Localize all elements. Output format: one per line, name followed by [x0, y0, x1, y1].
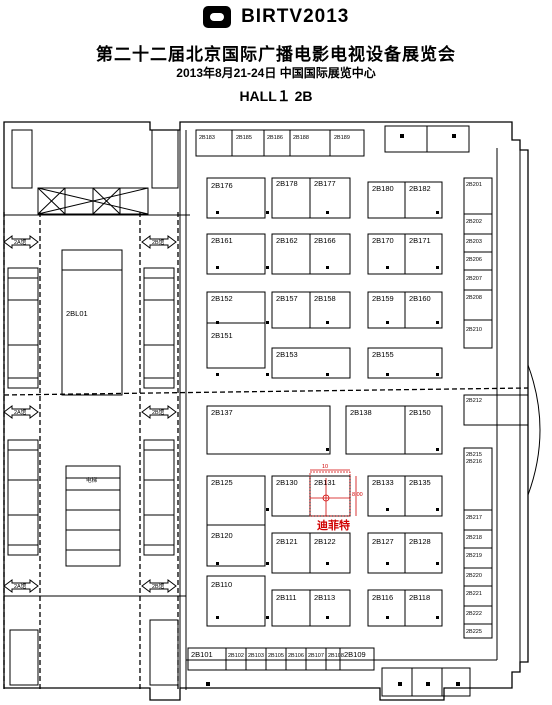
- right-column: [463, 177, 529, 639]
- booth-label: 2B128: [409, 537, 431, 546]
- booth-label: 2B130: [276, 478, 298, 487]
- booth-label: 2B158: [314, 294, 336, 303]
- misc-labels: 2BL01 电梯 2A馆 2B馆 2A馆 2B馆 2A馆 2B馆 10 8.00: [14, 238, 363, 590]
- booth-label: 2B162: [276, 236, 298, 245]
- booth-label: 2B217: [466, 515, 482, 521]
- booth-label: 2B208: [466, 295, 482, 301]
- exit-label: 2B馆: [152, 238, 165, 246]
- exit-label: 2A馆: [14, 582, 27, 590]
- booth-label: 2B107: [308, 653, 324, 659]
- booth-label: 2B135: [409, 478, 431, 487]
- booth-label: 2B131: [314, 478, 336, 487]
- booth-label: 2B110: [211, 580, 232, 589]
- booth-label: 2B185: [236, 135, 252, 141]
- booth-label: 2B170: [372, 236, 394, 245]
- booth-label: 2B161: [211, 236, 233, 245]
- left-structures: [7, 249, 179, 686]
- booth-label: 2B138: [350, 408, 372, 417]
- booth-label: 2B212: [466, 398, 482, 404]
- booth-label: 2B127: [372, 537, 394, 546]
- booth-label: 2B150: [409, 408, 431, 417]
- booth-grid: [187, 177, 471, 697]
- highlight-dimension-marks: [309, 469, 357, 517]
- booth-label: 2B203: [466, 239, 482, 245]
- booth-label: 2B189: [334, 135, 350, 141]
- booth-label: 2B180: [372, 184, 394, 193]
- booth-label: 2B113: [314, 593, 335, 602]
- exhibition-title: 第二十二届北京国际广播电影电视设备展览会: [96, 45, 456, 64]
- booth-label: 2B206: [466, 257, 482, 263]
- booth-label: 2B186: [267, 135, 283, 141]
- booth-label: 2B171: [409, 236, 431, 245]
- exhibition-date-venue: 2013年8月21-24日 中国国际展览中心: [176, 66, 376, 80]
- birtv-logo-icon: [202, 6, 231, 28]
- booth-label: 2B155: [372, 350, 394, 359]
- hall-walls: [3, 121, 541, 701]
- booth-label: 2B122: [314, 537, 336, 546]
- booth-label: 2B137: [211, 408, 233, 417]
- booth-label: 2B105: [268, 653, 284, 659]
- booth-label: 2B160: [409, 294, 431, 303]
- booth-labels: 2B183 2B185 2B186 2B188 2B189 2B176 2B178 2B177…: [191, 135, 482, 659]
- elevator-label: 电梯: [86, 476, 98, 484]
- stair-block-top: [11, 129, 179, 215]
- booth-label: 2B201: [466, 182, 482, 188]
- booth-label: 2B219: [466, 553, 482, 559]
- booth-label: 2B151: [211, 331, 233, 340]
- booth-label: 2B111: [276, 593, 297, 602]
- dashed-aisles: [3, 212, 529, 690]
- booth-label: 2B207: [466, 276, 482, 282]
- booth-label: 2B159: [372, 294, 394, 303]
- booth-label: 2B183: [199, 135, 215, 141]
- hall-label: HALL１ 2B: [239, 88, 313, 104]
- booth-label: 2B133: [372, 478, 394, 487]
- exit-arrows: [3, 235, 177, 593]
- highlight-exhibitor-name: 迪菲特: [317, 520, 350, 532]
- exit-label: 2B馆: [152, 582, 165, 590]
- booth-label: 2B152: [211, 294, 233, 303]
- booth-label: 2B177: [314, 179, 336, 188]
- booth-label: 2B125: [211, 478, 233, 487]
- booth-label: 2B102: [228, 653, 244, 659]
- booth-label: 2B153: [276, 350, 298, 359]
- booth-label: 2B101: [191, 650, 213, 659]
- booth-label: 2B176: [211, 181, 233, 190]
- booth-label: 2B215: [466, 452, 482, 458]
- booth-label: 2B108: [328, 653, 344, 659]
- booth-label: 2B109: [344, 650, 366, 659]
- booth-label: 2B202: [466, 219, 482, 225]
- booth-label: 2B106: [288, 653, 304, 659]
- booth-label: 2B188: [293, 135, 309, 141]
- booth-label: 2B157: [276, 294, 298, 303]
- column-dots: [206, 134, 460, 686]
- booth-label: 2B210: [466, 327, 482, 333]
- booth-label: 2B116: [372, 593, 393, 602]
- booth-label: 2B166: [314, 236, 336, 245]
- brand-text: BIRTV2013: [241, 6, 350, 27]
- exit-label: 2B馆: [152, 408, 165, 416]
- booth-label: 2B182: [409, 184, 431, 193]
- exit-label: 2A馆: [14, 238, 27, 246]
- booth-2BL01: 2BL01: [66, 309, 88, 318]
- booth-label: 2B218: [466, 535, 482, 541]
- dimension-top: 10: [322, 464, 328, 470]
- booth-label: 2B220: [466, 573, 482, 579]
- booth-label: 2B103: [248, 653, 264, 659]
- logo-row: BIRTV2013: [0, 6, 552, 32]
- booth-label: 2B216: [466, 459, 482, 465]
- booth-label: 2B118: [409, 593, 430, 602]
- exit-label: 2A馆: [14, 408, 27, 416]
- booth-label: 2B221: [466, 591, 482, 597]
- top-booth-strip: [195, 125, 470, 157]
- dimension-side: 8.00: [352, 492, 363, 498]
- booth-label: 2B222: [466, 611, 482, 617]
- booth-label: 2B178: [276, 179, 298, 188]
- booth-label: 2B120: [211, 531, 233, 540]
- booth-label: 2B121: [276, 537, 298, 546]
- booth-label: 2B225: [466, 629, 482, 635]
